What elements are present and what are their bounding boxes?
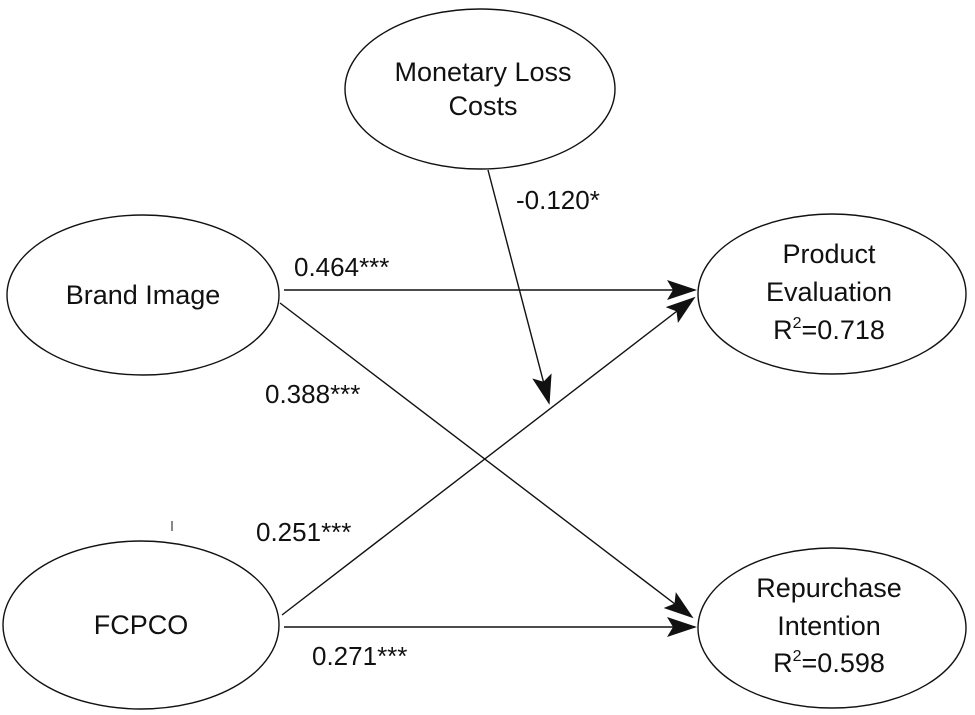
path-fcpco-to-product bbox=[281, 296, 696, 616]
node-monetary-loss-costs: Monetary Loss Costs bbox=[344, 8, 616, 170]
fcpco-label: FCPCO bbox=[94, 610, 189, 640]
node-repurchase-intention: Repurchase Intention R2=0.598 bbox=[697, 547, 967, 709]
brand-image-label: Brand Image bbox=[66, 280, 221, 310]
monetary-loss-line1: Monetary Loss bbox=[394, 57, 571, 87]
repurchase-intention-line2: Intention bbox=[777, 611, 881, 641]
coef-moderation: -0.120* bbox=[516, 185, 600, 215]
node-fcpco: FCPCO bbox=[2, 540, 280, 710]
node-brand-image: Brand Image bbox=[6, 214, 280, 376]
path-brand-to-repurchase bbox=[279, 302, 694, 619]
product-evaluation-line2: Evaluation bbox=[766, 277, 892, 307]
coef-brand-to-product: 0.464*** bbox=[294, 252, 389, 282]
coef-brand-to-repurchase: 0.388*** bbox=[265, 379, 360, 409]
coef-fcpco-to-product: 0.251*** bbox=[256, 517, 351, 547]
product-evaluation-line1: Product bbox=[782, 239, 876, 269]
path-moderation bbox=[487, 169, 552, 405]
node-product-evaluation: Product Evaluation R2=0.718 bbox=[697, 213, 967, 375]
product-evaluation-r2: R2=0.718 bbox=[773, 315, 885, 345]
repurchase-intention-line1: Repurchase bbox=[756, 573, 902, 603]
monetary-loss-line2: Costs bbox=[448, 91, 517, 121]
coef-fcpco-to-repurchase: 0.271*** bbox=[312, 641, 407, 671]
repurchase-intention-r2: R2=0.598 bbox=[773, 648, 885, 678]
